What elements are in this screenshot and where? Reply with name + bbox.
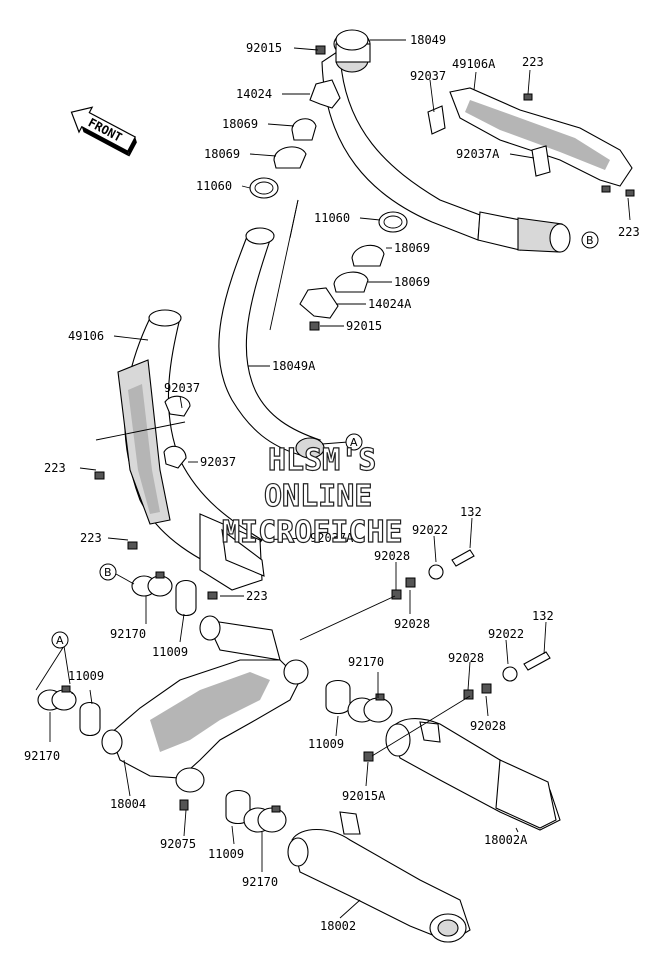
label-18004: 18004: [110, 797, 146, 811]
label-92015: 92015: [346, 319, 382, 333]
label-223: 223: [618, 225, 640, 239]
watermark-line-1: HLSM'S: [268, 443, 376, 478]
label-92037A: 92037A: [456, 147, 500, 161]
label-92170: 92170: [348, 655, 384, 669]
label-18002A: 18002A: [484, 833, 528, 847]
label-132: 132: [532, 609, 554, 623]
label-132: 132: [460, 505, 482, 519]
gasket-11009-mid: [325, 679, 351, 715]
label-92028: 92028: [394, 617, 430, 631]
label-11060: 11060: [196, 179, 232, 193]
front-arrow-icon: FRONT: [70, 106, 137, 157]
label-14024A: 14024A: [368, 297, 412, 311]
label-18002: 18002: [320, 919, 356, 933]
label-92037: 92037: [410, 69, 446, 83]
fasteners-lower-right: [363, 651, 551, 762]
header-pipe-49106: [117, 309, 265, 591]
ref-circle-b-lower: B: [99, 563, 117, 581]
svg-text:A: A: [56, 634, 64, 647]
leader-lines: [35, 39, 631, 919]
label-92015: 92015: [246, 41, 282, 55]
label-18049: 18049: [410, 33, 446, 47]
gasket-11009-B: [175, 579, 197, 617]
label-92028: 92028: [470, 719, 506, 733]
gasket-11009-A: [79, 701, 101, 737]
label-18069: 18069: [204, 147, 240, 161]
label-92028: 92028: [374, 549, 410, 563]
svg-text:A: A: [350, 436, 358, 449]
label-92015A: 92015A: [342, 789, 386, 803]
label-92037A: 92037A: [310, 531, 354, 545]
svg-text:B: B: [586, 234, 594, 247]
exhaust-pipe-18049: [321, 29, 571, 253]
watermark-line-3: MICROFICHE: [222, 515, 403, 550]
clamp-set-upper: [249, 45, 341, 199]
heat-cover-49106A: [427, 87, 633, 187]
label-18069: 18069: [394, 275, 430, 289]
label-223: 223: [80, 531, 102, 545]
label-11009: 11009: [152, 645, 188, 659]
label-49106A: 49106A: [452, 57, 496, 71]
label-11060: 11060: [314, 211, 350, 225]
watermark: HLSM'S ONLINE MICROFICHE: [221, 442, 403, 550]
exhaust-pipe-18049A: [218, 227, 325, 459]
label-14024: 14024: [236, 87, 272, 101]
label-92075: 92075: [160, 837, 196, 851]
watermark-line-2: ONLINE: [264, 479, 372, 514]
clamp-92170-A: [37, 685, 77, 711]
label-11009: 11009: [68, 669, 104, 683]
label-92170: 92170: [110, 627, 146, 641]
muffler-18002A: [385, 718, 561, 831]
chamber-18004: [101, 615, 309, 811]
label-11009: 11009: [208, 847, 244, 861]
label-223: 223: [522, 55, 544, 69]
label-18069: 18069: [222, 117, 258, 131]
label-92170: 92170: [24, 749, 60, 763]
label-92037: 92037: [164, 381, 200, 395]
muffler-18002: [287, 811, 471, 943]
label-92170: 92170: [242, 875, 278, 889]
bolt-223-upper: [523, 93, 635, 197]
svg-text:B: B: [104, 566, 112, 579]
clamp-set-middle: [299, 211, 408, 331]
label-92022: 92022: [412, 523, 448, 537]
clamp-92170-B: [131, 571, 173, 597]
bracket-92037: [163, 395, 191, 469]
part-labels: 92015 18049 49106A 223 92037 14024 18069…: [24, 33, 640, 933]
ref-circle-b-upper: B: [581, 231, 599, 249]
label-92028: 92028: [448, 651, 484, 665]
clamp-92170-low: [243, 805, 287, 833]
ref-circle-a-lower: A: [51, 631, 69, 649]
label-11009: 11009: [308, 737, 344, 751]
label-18069: 18069: [394, 241, 430, 255]
ref-circle-a-upper: A: [345, 433, 363, 451]
label-18049A: 18049A: [272, 359, 316, 373]
label-223: 223: [246, 589, 268, 603]
label-49106: 49106: [68, 329, 104, 343]
label-92022: 92022: [488, 627, 524, 641]
label-223: 223: [44, 461, 66, 475]
bolts-223-left: [94, 471, 218, 600]
fasteners-upper-right: [391, 549, 475, 600]
clamp-92170-mid: [347, 693, 393, 723]
label-92037: 92037: [200, 455, 236, 469]
